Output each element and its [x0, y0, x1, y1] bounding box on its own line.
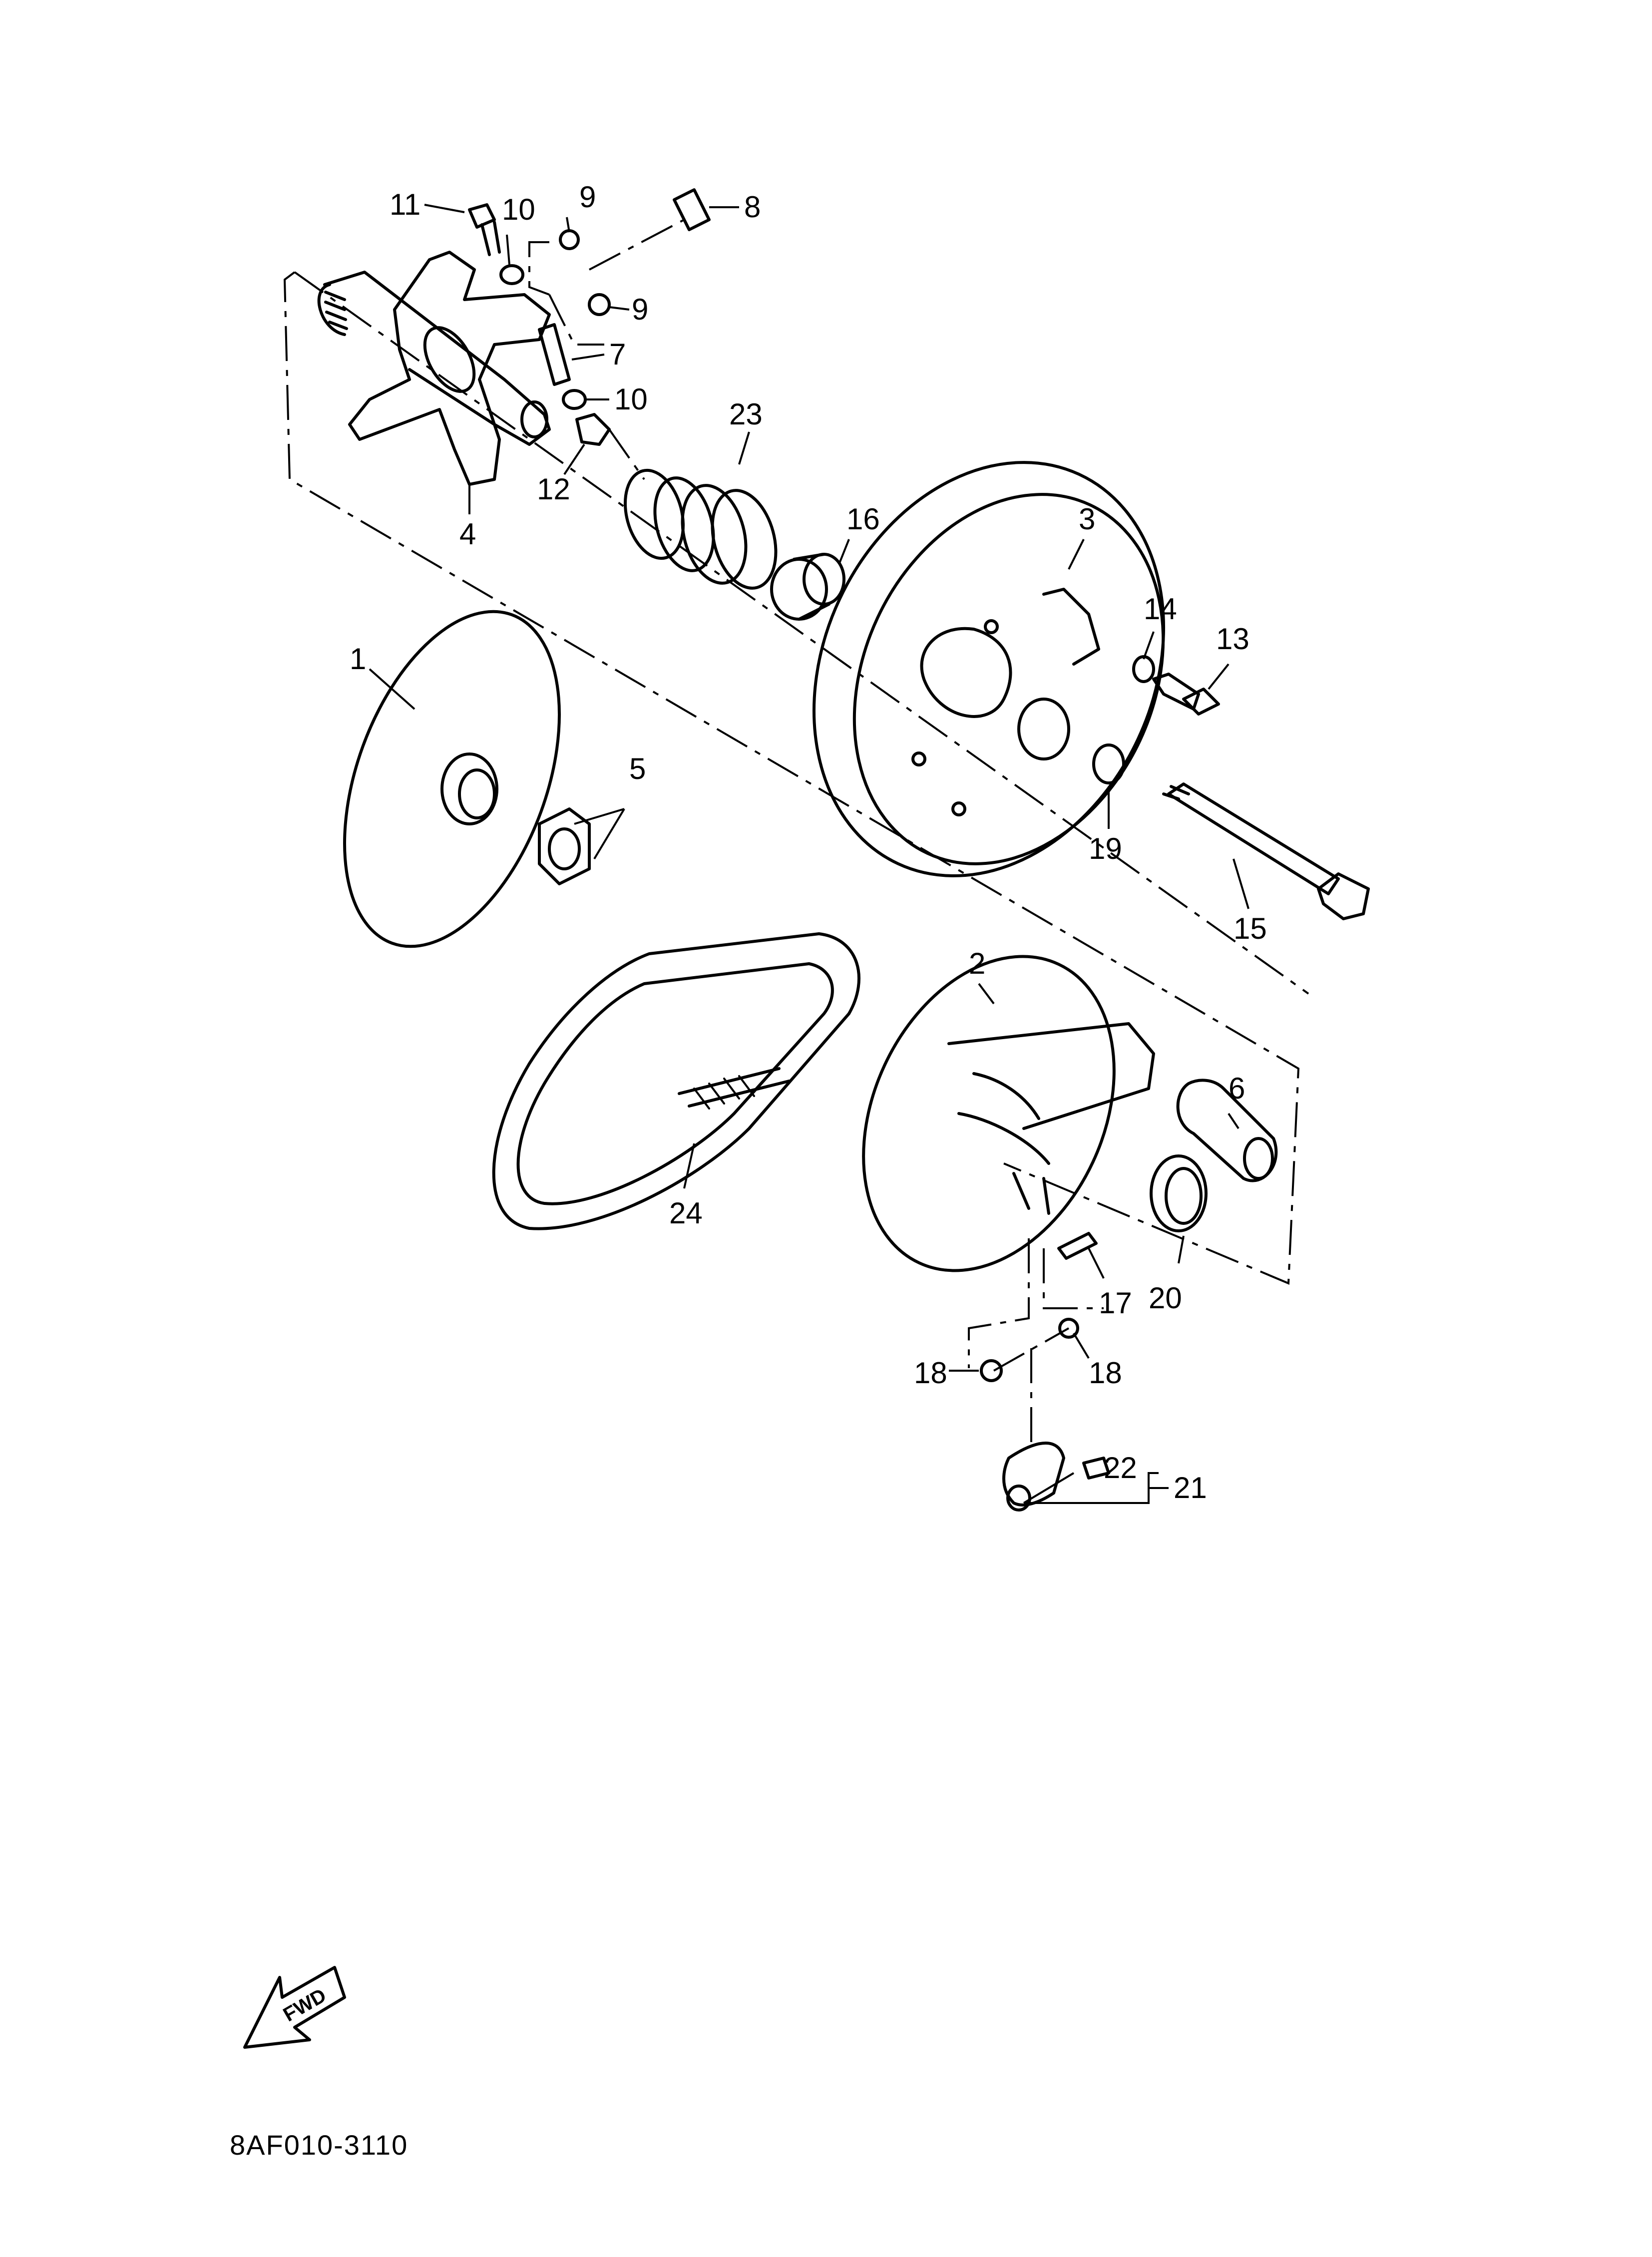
callout-label: 22 — [1104, 1451, 1137, 1485]
part-24-belt — [492, 932, 860, 1230]
part-1-sheave — [343, 610, 561, 948]
callout-label: 12 — [537, 472, 570, 506]
callout-label: 3 — [1079, 502, 1095, 536]
callout-label: 20 — [1149, 1281, 1182, 1315]
callout-label: 7 — [609, 338, 626, 371]
part-3-cover — [813, 461, 1165, 877]
callout-label: 11 — [390, 188, 420, 221]
callout-label: 14 — [1144, 592, 1177, 626]
callout-label: 15 — [1234, 912, 1267, 945]
callout-label: 2 — [969, 947, 985, 980]
callout-label: 23 — [729, 397, 763, 431]
callout-label: 10 — [614, 382, 648, 416]
callout-label: 1 — [350, 642, 366, 676]
part-4-spider-hub — [317, 251, 551, 486]
part-16-bushing — [770, 553, 845, 621]
callout-label: 17 — [1099, 1286, 1132, 1320]
callout-label: 4 — [459, 517, 476, 551]
assembly-boundary — [283, 271, 1309, 1285]
callout-label: 5 — [629, 752, 646, 785]
leader-lines — [369, 204, 1249, 1504]
callout-label: 18 — [1089, 1356, 1122, 1390]
part-2-primary-sheave — [862, 955, 1155, 1272]
callout-label: 8 — [744, 190, 761, 224]
callout-label: 19 — [1089, 832, 1122, 865]
callout-label: 21 — [1174, 1471, 1207, 1505]
callout-label: 6 — [1229, 1072, 1245, 1105]
fasteners-right — [1092, 655, 1370, 920]
callout-label: 24 — [669, 1196, 703, 1230]
part-23-spring — [623, 468, 778, 590]
callout-label: 16 — [846, 502, 880, 536]
callout-label: 13 — [1216, 622, 1249, 656]
callout-label: 18 — [914, 1356, 947, 1390]
callout-label: 9 — [632, 293, 648, 326]
fwd-arrow-icon: FWD — [243, 1966, 346, 2049]
callout-labels: 1 2 3 4 5 6 7 8 9 9 10 10 11 12 13 14 15… — [350, 180, 1267, 1505]
parts-bottom-right — [968, 1079, 1278, 1511]
callout-label: 9 — [579, 180, 596, 214]
figure-code: 8AF010-3110 — [230, 2129, 408, 2161]
part-5-slider — [538, 807, 591, 885]
callout-label: 10 — [502, 193, 535, 226]
small-parts-top — [468, 188, 711, 480]
